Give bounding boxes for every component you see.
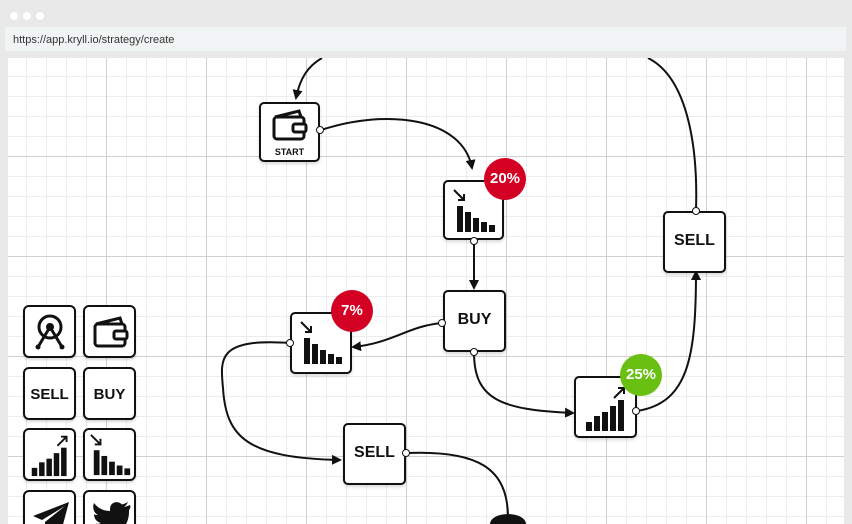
edge xyxy=(405,451,509,519)
tool-signal[interactable] xyxy=(23,305,76,358)
tool-twitter[interactable] xyxy=(83,490,136,524)
edge xyxy=(292,58,323,100)
sell-label: SELL xyxy=(674,232,715,249)
wallet-icon xyxy=(93,316,129,348)
tool-price-down[interactable] xyxy=(83,428,136,481)
twitter-icon xyxy=(93,502,131,524)
sell-label: SELL xyxy=(354,444,395,461)
sell-node[interactable]: SELL xyxy=(343,423,406,485)
input-port[interactable] xyxy=(438,319,446,327)
strategy-canvas[interactable]: START 20% BUY xyxy=(8,58,844,524)
price-down-icon xyxy=(90,434,131,476)
tool-sell-label: SELL xyxy=(30,386,69,403)
antenna-icon xyxy=(35,314,65,350)
partial-node xyxy=(490,514,526,524)
tool-telegram[interactable] xyxy=(23,490,76,524)
percent-badge: 7% xyxy=(331,290,373,332)
url-text: https://app.kryll.io/strategy/create xyxy=(13,34,175,46)
edge xyxy=(320,117,476,170)
price-down-icon xyxy=(453,189,495,232)
tool-buy[interactable]: BUY xyxy=(83,367,136,420)
price-drop-7-node[interactable] xyxy=(290,312,352,374)
output-port[interactable] xyxy=(470,348,478,356)
edge xyxy=(647,58,698,211)
connections xyxy=(220,58,701,524)
start-node[interactable]: START xyxy=(259,102,320,162)
tool-wallet[interactable] xyxy=(83,305,136,358)
edge xyxy=(220,341,342,465)
price-up-icon xyxy=(31,435,68,477)
tool-price-up[interactable] xyxy=(23,428,76,481)
sell-node[interactable]: SELL xyxy=(663,211,726,273)
edge xyxy=(636,270,701,412)
buy-label: BUY xyxy=(457,311,492,328)
output-port[interactable] xyxy=(402,449,410,457)
edge xyxy=(351,322,443,352)
window-dot[interactable] xyxy=(23,12,31,20)
price-down-icon xyxy=(300,321,342,364)
window-controls xyxy=(10,7,49,25)
telegram-icon xyxy=(33,502,69,524)
wallet-icon xyxy=(272,109,308,141)
output-port[interactable] xyxy=(316,126,324,134)
start-label: START xyxy=(274,147,305,157)
buy-node[interactable]: BUY xyxy=(443,290,506,352)
output-port[interactable] xyxy=(470,237,478,245)
percent-badge: 25% xyxy=(620,354,662,396)
edge xyxy=(473,351,575,418)
price-drop-20-node[interactable] xyxy=(443,180,504,240)
percent-badge: 20% xyxy=(484,158,526,200)
tool-buy-label: BUY xyxy=(93,386,126,403)
input-port[interactable] xyxy=(286,339,294,347)
price-up-icon xyxy=(586,387,625,431)
input-port[interactable] xyxy=(692,207,700,215)
window-dot[interactable] xyxy=(36,12,44,20)
tool-sell[interactable]: SELL xyxy=(23,367,76,420)
window-dot[interactable] xyxy=(10,12,18,20)
address-bar[interactable]: https://app.kryll.io/strategy/create xyxy=(5,27,846,51)
output-port[interactable] xyxy=(632,407,640,415)
